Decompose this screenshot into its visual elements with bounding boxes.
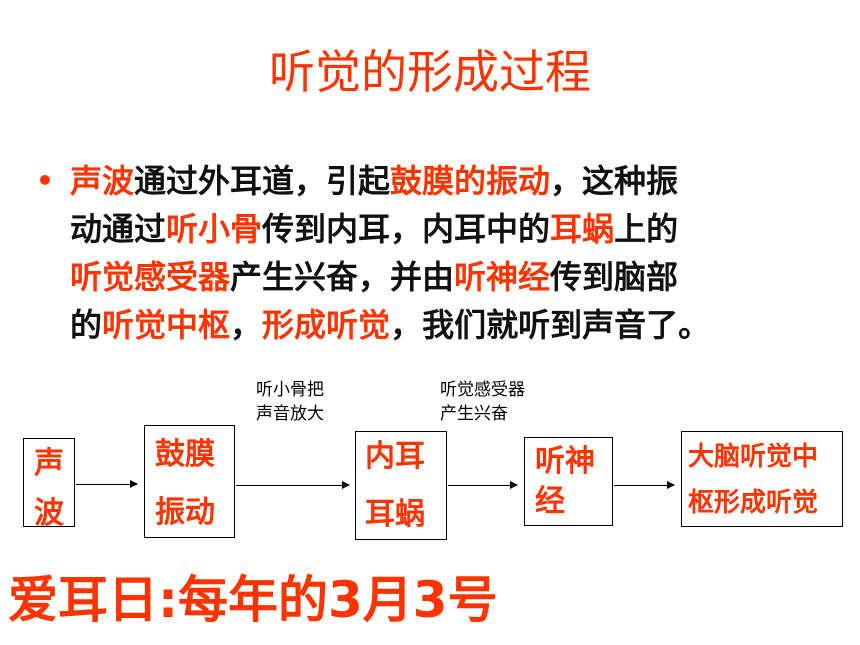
bullet-dot-icon: •	[36, 164, 54, 197]
flow-box-inner-ear: 内耳 耳蜗	[355, 431, 447, 540]
paragraph-segment: 动通过	[70, 210, 167, 248]
flow-box-auditory-nerve-line2: 经	[535, 484, 565, 519]
arrow-4	[614, 481, 675, 489]
highlight-term: 听神经	[454, 258, 551, 296]
flow-box-sound-wave-line2: 波	[34, 496, 64, 531]
highlight-term: 形成听觉	[262, 306, 391, 344]
highlight-term: 耳蜗	[550, 210, 615, 248]
paragraph-segment: ，我们就听到声音了。	[390, 306, 711, 344]
paragraph-segment: 上的	[614, 210, 679, 248]
flow-box-inner-ear-line2: 耳蜗	[365, 497, 425, 532]
flow-box-eardrum-line1: 鼓膜	[155, 437, 215, 472]
paragraph-text: 声波通过外耳道，引起鼓膜的振动，这种振动通过听小骨传到内耳，内耳中的耳蜗上的听觉…	[70, 157, 836, 349]
arrow-1	[76, 480, 138, 488]
note-ossicles: 听小骨把 声音放大	[256, 378, 324, 426]
note-ossicles-line1: 听小骨把	[256, 380, 324, 400]
ear-day-footer: 爱耳日:每年的3月3号	[8, 571, 498, 629]
highlight-term: 听觉感受器	[70, 258, 231, 296]
paragraph-segment: 的	[70, 306, 103, 344]
page-title: 听觉的形成过程	[269, 45, 591, 99]
paragraph-segment: ，	[230, 306, 263, 344]
flow-box-eardrum-line2: 振动	[155, 495, 215, 530]
paragraph-segment: 传到内耳，内耳中的	[262, 210, 551, 248]
paragraph-line: 的听觉中枢，形成听觉，我们就听到声音了。	[70, 301, 836, 349]
flow-box-sound-wave: 声 波	[23, 438, 75, 531]
paragraph-segment: 产生兴奋，并由	[230, 258, 455, 296]
flow-box-brain-line2: 枢形成听觉	[688, 488, 819, 518]
note-receptor: 听觉感受器 产生兴奋	[440, 378, 525, 426]
flow-box-auditory-nerve: 听神 经	[524, 437, 613, 526]
note-ossicles-line2: 声音放大	[256, 404, 324, 424]
flow-box-auditory-nerve-line1: 听神	[535, 444, 595, 479]
flow-box-brain: 大脑听觉中 枢形成听觉	[681, 431, 843, 527]
note-receptor-line1: 听觉感受器	[440, 380, 525, 400]
highlight-term: 听小骨	[166, 210, 263, 248]
paragraph-segment: ，这种振	[550, 162, 679, 200]
bullet-paragraph: • 声波通过外耳道，引起鼓膜的振动，这种振动通过听小骨传到内耳，内耳中的耳蜗上的…	[36, 157, 836, 349]
note-receptor-line2: 产生兴奋	[440, 404, 508, 424]
paragraph-line: 听觉感受器产生兴奋，并由听神经传到脑部	[70, 253, 836, 301]
arrow-3	[448, 481, 518, 489]
arrow-2	[236, 481, 350, 489]
flow-box-inner-ear-line1: 内耳	[365, 439, 425, 474]
paragraph-segment: 传到脑部	[550, 258, 679, 296]
highlight-term: 听觉中枢	[102, 306, 231, 344]
flow-box-brain-line1: 大脑听觉中	[688, 442, 819, 472]
paragraph-line: 声波通过外耳道，引起鼓膜的振动，这种振	[70, 157, 836, 205]
paragraph-line: 动通过听小骨传到内耳，内耳中的耳蜗上的	[70, 205, 836, 253]
flow-box-eardrum: 鼓膜 振动	[144, 425, 235, 538]
flow-box-sound-wave-line1: 声	[34, 446, 64, 481]
highlight-term: 鼓膜的振动	[390, 162, 551, 200]
paragraph-segment: 通过外耳道，引起	[134, 162, 391, 200]
highlight-term: 声波	[70, 162, 135, 200]
